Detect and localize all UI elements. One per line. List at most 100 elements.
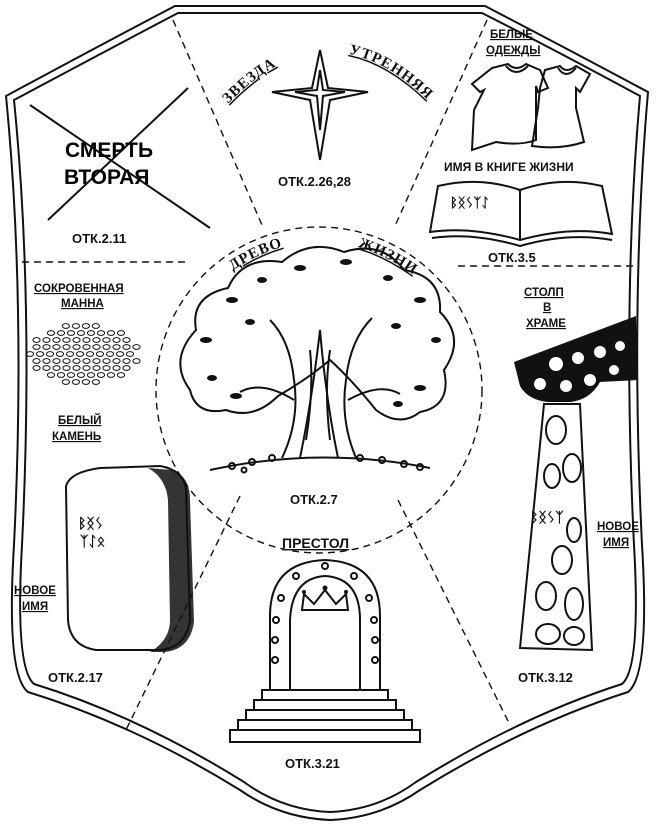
manna-grain [95,351,105,357]
garment-collar-icon [505,65,529,73]
garment-collar-icon [557,67,577,75]
manna-grain [32,358,41,364]
book-caption: ИМЯ В КНИГЕ ЖИЗНИ [444,160,574,174]
manna-grain [62,358,71,364]
manna-grain [52,337,61,343]
morning-star-arc-text: ЗВЕЗДА [220,55,279,107]
manna-grain [32,365,41,371]
star-icon [271,49,369,161]
manna-grain [52,365,61,371]
manna-grain [82,358,91,364]
star-glow-icon [294,69,346,131]
manna-grain [52,358,61,364]
manna-grain [62,344,71,350]
manna-grain [132,344,141,350]
divider-line [124,495,241,733]
pillar-new-name-1: НОВОЕ [597,521,639,533]
manna-grain [106,372,116,378]
manna-grain [91,323,101,329]
white-stone-caption-1: БЕЛЫЙ [58,414,102,427]
pillar-stones [535,415,585,646]
manna-grain [82,337,91,343]
manna-grain [112,337,121,343]
crown-jewel-icon [344,590,348,594]
manna-grain [102,358,111,364]
shield-inner-outline [12,12,642,814]
manna-grain [35,351,45,357]
tree-leaves [200,259,441,407]
manna-grain [105,351,115,357]
manna-grain [62,365,71,371]
manna-grain [132,358,141,364]
cross-out-line [29,104,211,229]
pillar-script: ᛒᛝᛊᛉ [530,509,564,525]
tree-ground-icon [209,456,431,471]
manna-grain [96,330,106,336]
manna-grain [56,372,66,378]
throne-steps-icon [229,689,421,743]
manna-grain [32,337,41,343]
tree-ref: ОТК.2.7 [290,492,338,507]
white-clothes-ref: ОТК.3.5 [488,250,536,265]
manna-grain [71,379,81,385]
crown-icon [300,588,350,611]
book-script: ᛒᛝᛊᛉᛇ [450,195,489,210]
manna-grain [82,365,91,371]
pillar-section: СТОЛП В ХРАМЕ ᛒᛝᛊᛉ НОВОЕ ИМЯ ОТК.3.12 [514,287,639,685]
manna-grain [122,365,131,371]
manna-grain [102,337,111,343]
manna-grain [112,365,121,371]
stone-script-2: ᛉᛇᛟ [80,533,105,549]
manna-grain [92,337,101,343]
manna-grain [82,344,91,350]
manna-grain [71,323,81,329]
stone-shadow-icon [148,468,194,652]
manna-grain [45,351,55,357]
throne-arch-icon [269,558,381,690]
divider-line [172,19,263,226]
crown-jewel-icon [322,585,328,591]
manna-pile-icon [25,323,141,385]
morning-star-ref: ОТК.2.26,28 [278,174,351,189]
manna-grain [86,372,96,378]
manna-grain [66,330,76,336]
manna-grain [65,351,75,357]
manna-grain [116,330,126,336]
manna-grain [96,372,106,378]
crown-jewel-icon [302,590,306,594]
manna-grain [72,337,81,343]
manna-grain [125,351,135,357]
manna-grain [92,365,101,371]
pillar-ref: ОТК.3.12 [518,670,573,685]
white-stone-section: БЕЛЫЙ КАМЕНЬ ᛒᛝᛊ ᛉᛇᛟ НОВОЕ ИМЯ ОТК.2.17 [14,414,194,685]
manna-grain [112,358,121,364]
manna-grain [76,330,86,336]
manna-grain [81,323,91,329]
pillar-caption-3: ХРАМЕ [526,318,566,330]
white-stone-caption-2: КАМЕНЬ [52,431,101,443]
manna-grain [25,351,35,357]
throne-arch-beads [271,562,379,664]
white-clothes-caption-2: ОДЕЖДЫ [486,45,541,57]
manna-grain [85,351,95,357]
cross-out-line [47,87,189,221]
morning-star-section: ЗВЕЗДА УТРЕННЯЯ ОТК.2.26,28 [220,42,436,189]
manna-grain [92,344,101,350]
manna-grain [42,365,51,371]
manna-grain [112,344,121,350]
shield-outline [4,5,650,822]
manna-grain [52,344,61,350]
manna-grain [122,344,131,350]
tree-trunk-lines-icon [239,349,401,441]
manna-grain [61,323,71,329]
stone-new-name-2: ИМЯ [22,601,48,613]
pillar-shaft-icon [518,403,594,652]
white-clothes-caption-1: БЕЛЫЕ [490,29,533,41]
manna-grain [42,337,51,343]
pillar-caption-1: СТОЛП [524,287,564,299]
manna-grain [56,330,66,336]
manna-grain [72,358,81,364]
manna-grain [61,379,71,385]
pillar-new-name-2: ИМЯ [603,537,629,549]
manna-grain [86,330,96,336]
